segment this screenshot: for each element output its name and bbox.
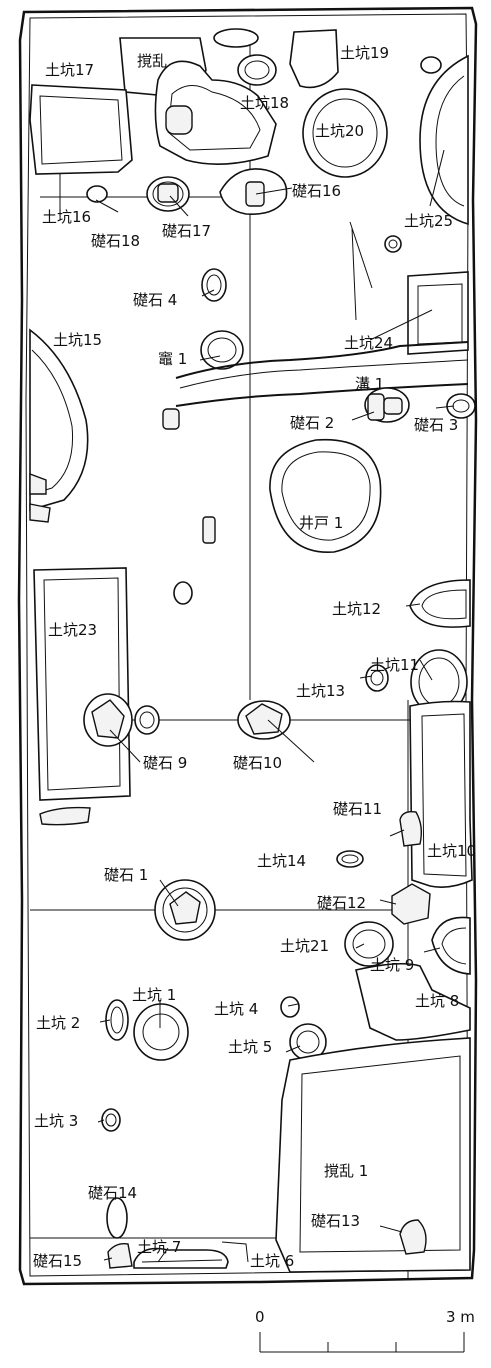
label-dokou13: 土坑13: [296, 682, 345, 700]
soseki11-stone: [399, 810, 423, 847]
label-dokou8: 土坑 8: [415, 992, 459, 1010]
label-dokou1: 土坑 1: [132, 986, 176, 1004]
soseki14-pit: [106, 1197, 128, 1239]
dokou19-pit: [289, 29, 339, 89]
label-dokou5: 土坑 5: [228, 1038, 272, 1056]
label-soseki17: 礎石17: [162, 222, 211, 240]
label-mizo1: 溝 1: [355, 375, 384, 393]
soseki9-stone: [83, 693, 133, 747]
scale-start-label: 0: [255, 1308, 265, 1326]
label-soseki16: 礎石16: [292, 182, 341, 200]
label-kamado1: 竈 1: [158, 350, 187, 368]
label-dokou18: 土坑18: [240, 94, 289, 112]
label-dokou21: 土坑21: [280, 937, 329, 955]
label-ido1: 井戸 1: [299, 514, 343, 532]
dokou15-pit: [29, 328, 89, 512]
label-dokou19: 土坑19: [340, 44, 389, 62]
dokou2-pit: [105, 999, 129, 1041]
dokou9-pit: [431, 916, 471, 975]
kakuran1-area: [275, 1037, 471, 1273]
label-dokou3: 土坑 3: [34, 1112, 78, 1130]
leader-lines: [95, 149, 455, 1263]
dokou13-pit: [365, 664, 389, 692]
dokou12-pit: [409, 579, 471, 628]
soseki15-stone: [107, 1242, 133, 1269]
dokou20-pit: [302, 88, 388, 178]
label-dokou15: 土坑15: [53, 331, 102, 349]
dokou16-pit: [86, 185, 108, 203]
soseki1-stone: [154, 879, 216, 941]
label-dokou2: 土坑 2: [36, 1014, 80, 1032]
label-dokou11: 土坑11: [370, 656, 419, 674]
ido1-well: [269, 438, 382, 553]
label-dokou12: 土坑12: [332, 600, 381, 618]
dokou23-pit: [33, 567, 131, 801]
label-soseki14: 礎石14: [88, 1184, 137, 1202]
label-soseki12: 礎石12: [317, 894, 366, 912]
label-dokou4: 土坑 4: [214, 1000, 258, 1018]
label-soseki1: 礎石 1: [104, 866, 148, 884]
scale-end-label: 3 m: [446, 1308, 475, 1326]
label-dokou23: 土坑23: [48, 621, 97, 639]
label-soseki3: 礎石 3: [414, 416, 458, 434]
label-soseki10: 礎石10: [233, 754, 282, 772]
label-soseki13: 礎石13: [311, 1212, 360, 1230]
label-dokou9: 土坑 9: [370, 956, 414, 974]
dokou25-pit: [419, 54, 469, 226]
label-dokou10: 土坑10: [427, 842, 476, 860]
label-kakuran: 撹乱: [137, 52, 167, 70]
label-dokou14: 土坑14: [257, 852, 306, 870]
dokou4-pit: [280, 996, 300, 1018]
label-kakuran1: 撹乱 1: [324, 1162, 368, 1180]
dokou3-pit: [101, 1108, 121, 1132]
label-soseki18: 礎石18: [91, 232, 140, 250]
soseki10-stone: [237, 700, 291, 740]
dokou6-marker: [221, 1241, 249, 1263]
label-dokou25: 土坑25: [404, 212, 453, 230]
dokou10-pit: [409, 700, 473, 888]
scale-bar: 0 3 m: [255, 1308, 475, 1353]
label-dokou17: 土坑17: [45, 61, 94, 79]
dokou14-pit: [336, 850, 364, 868]
label-soseki11: 礎石11: [333, 800, 382, 818]
label-dokou24: 土坑24: [344, 334, 393, 352]
dokou18-pit: [154, 60, 277, 165]
mizo1-ditch: [175, 341, 469, 407]
soseki2-stone: [364, 387, 410, 423]
label-dokou6: 土坑 6: [250, 1252, 294, 1270]
label-soseki9: 礎石 9: [143, 754, 187, 772]
kamado1-pit: [200, 330, 244, 370]
dokou7-pit: [133, 1247, 229, 1269]
dokou8-pit: [355, 962, 471, 1041]
label-soseki15: 礎石15: [33, 1252, 82, 1270]
feature-labels: 土坑17 撹乱 土坑19 土坑18 土坑20 礎石16 土坑16 礎石18 礎石…: [33, 44, 476, 1270]
dokou24-pit: [407, 271, 469, 355]
soseki12-stone: [391, 883, 431, 925]
soseki16-stone: [219, 168, 288, 215]
dokou1-pit: [133, 1003, 189, 1061]
dokou17-pit: [29, 84, 133, 175]
label-soseki4: 礎石 4: [133, 291, 177, 309]
soseki13-stone: [399, 1219, 427, 1255]
soseki17-stone: [146, 176, 190, 212]
label-soseki2: 礎石 2: [290, 414, 334, 432]
dokou21-pit: [344, 921, 394, 967]
label-dokou7: 土坑 7: [137, 1238, 181, 1256]
label-dokou16: 土坑16: [42, 208, 91, 226]
label-dokou20: 土坑20: [315, 122, 364, 140]
excavation-boundary: [17, 6, 478, 1286]
soseki4-stone: [201, 268, 227, 302]
